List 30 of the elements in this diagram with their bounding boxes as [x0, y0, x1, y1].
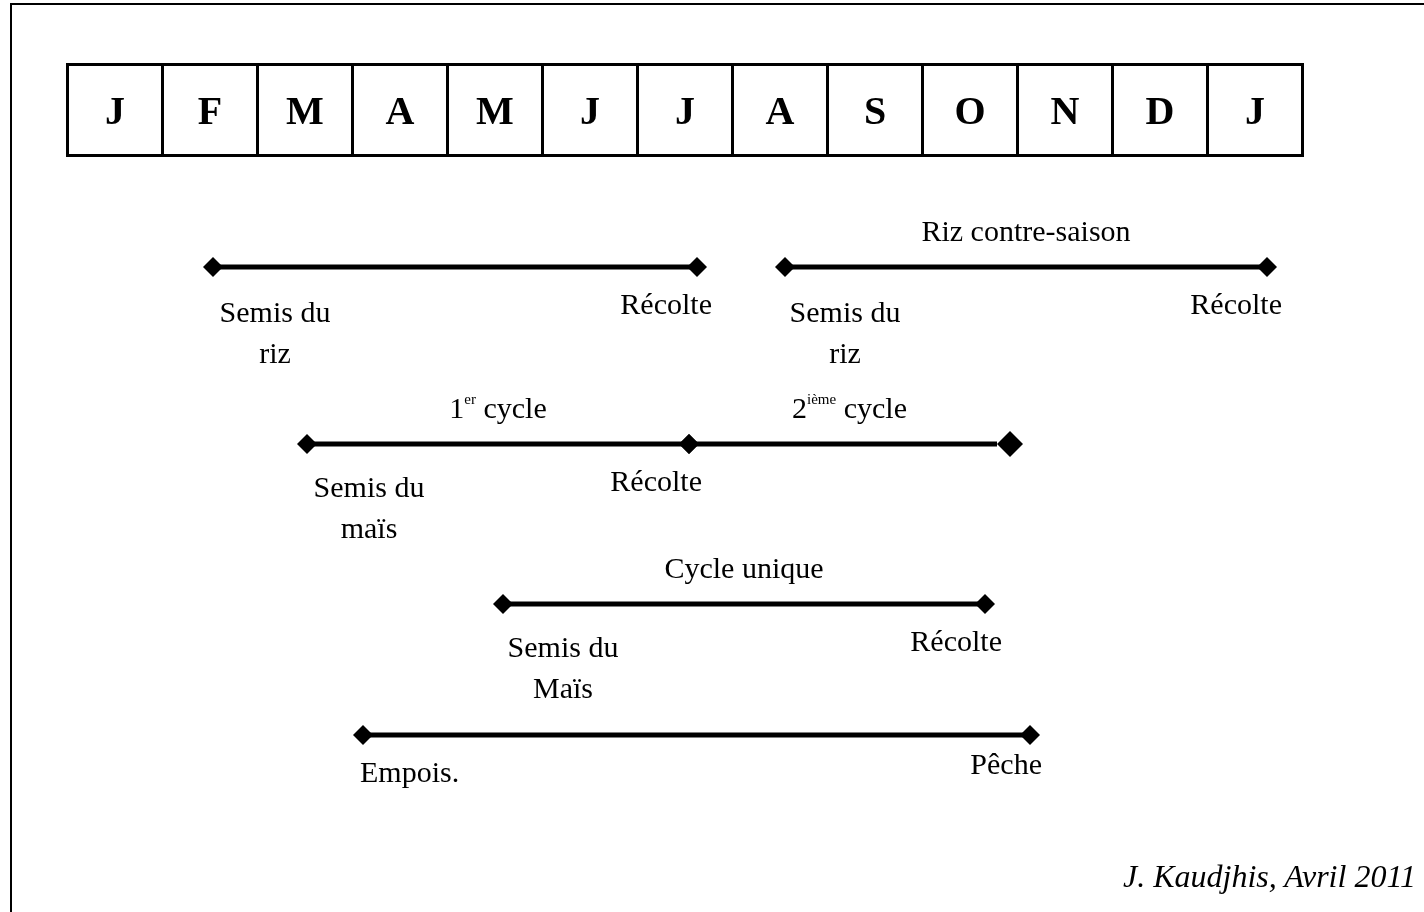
- month-cell: F: [164, 66, 259, 154]
- month-cell: J: [69, 66, 164, 154]
- timeline-line: [775, 257, 1277, 277]
- event-label: Semis du Maïs: [506, 629, 620, 706]
- event-label: Récolte: [910, 623, 1002, 659]
- month-cell: J: [544, 66, 639, 154]
- month-cell: J: [1209, 66, 1304, 154]
- event-label: Semis du maïs: [312, 469, 426, 546]
- timeline-line: [493, 594, 995, 614]
- month-cell: D: [1114, 66, 1209, 154]
- event-label: Empois.: [360, 754, 460, 790]
- month-cell: N: [1019, 66, 1114, 154]
- timeline-line: [203, 257, 707, 277]
- event-label: Récolte: [610, 463, 702, 499]
- diamond-marker: [997, 431, 1023, 457]
- author-note: J. Kaudjhis, Avril 2011: [1122, 858, 1416, 895]
- month-cell: O: [924, 66, 1019, 154]
- event-label: Pêche: [970, 746, 1042, 782]
- month-cell: A: [734, 66, 829, 154]
- timeline-line: [353, 725, 1040, 745]
- event-label: Récolte: [1190, 286, 1282, 322]
- month-cell: S: [829, 66, 924, 154]
- month-cell: A: [354, 66, 449, 154]
- month-cell: M: [449, 66, 544, 154]
- event-label: Semis du riz: [788, 294, 902, 371]
- event-label: Récolte: [620, 286, 712, 322]
- month-cell: M: [259, 66, 354, 154]
- month-cell: J: [639, 66, 734, 154]
- timeline-line: [679, 434, 997, 454]
- event-label: Semis du riz: [218, 294, 332, 371]
